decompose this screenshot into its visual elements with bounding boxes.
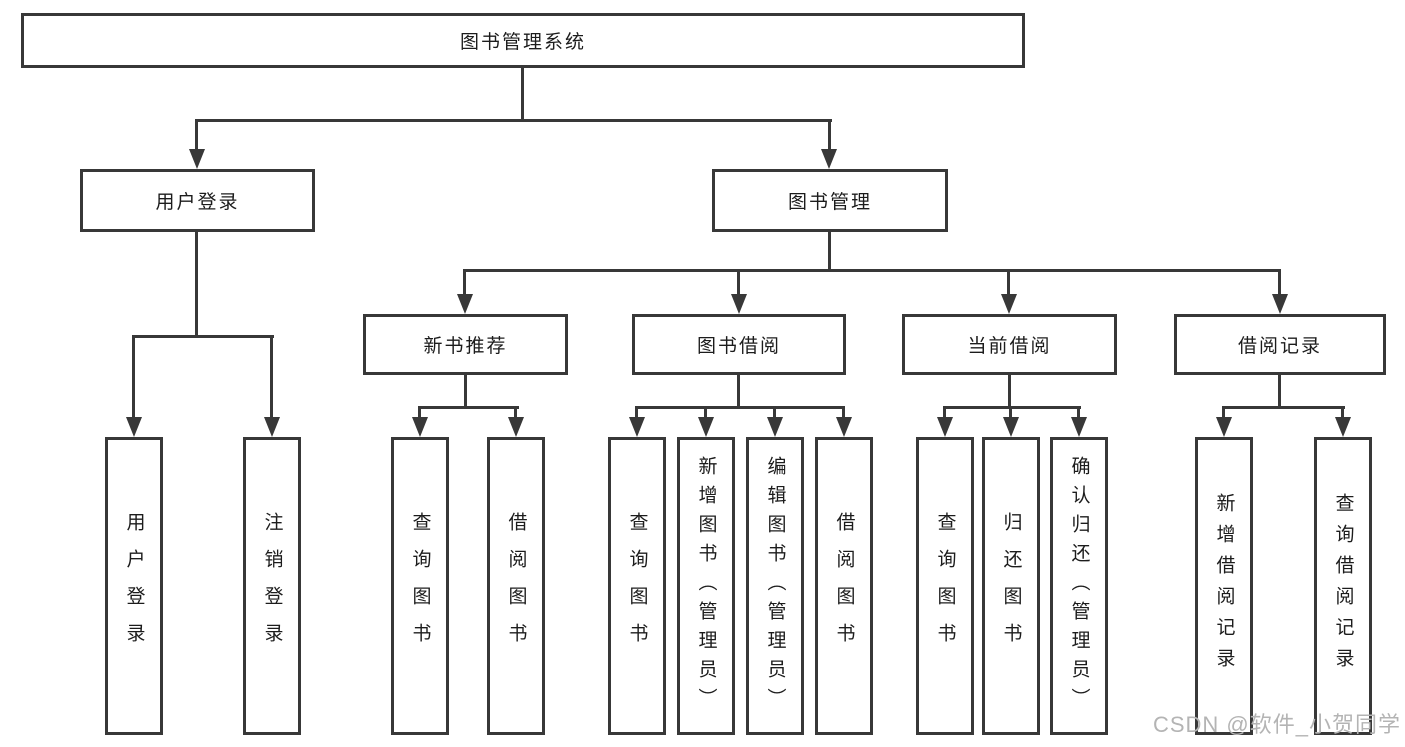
connector-line [521,68,524,121]
connector-line [737,269,740,295]
connector-line [133,335,274,338]
connector-line [636,406,845,409]
leaf-user-login: 用户登录 [105,437,163,735]
arrow-down-icon [821,149,837,169]
leaf-return-books: 归还图书 [982,437,1040,735]
connector-line [463,269,466,295]
node-book-borrowing: 图书借阅 [632,314,846,375]
leaf-label: 编辑图书（管理员） [764,455,786,717]
leaf-label: 归还图书 [1000,512,1022,660]
connector-line [464,269,1281,272]
connector-line [943,406,946,418]
connector-line [635,406,638,418]
connector-line [1007,269,1010,295]
connector-line [1223,406,1345,409]
connector-line [1341,406,1344,418]
node-book-management: 图书管理 [712,169,948,232]
arrow-down-icon [1216,417,1232,437]
arrow-down-icon [937,417,953,437]
leaf-label: 借阅图书 [833,512,855,660]
leaf-add-books-admin: 新增图书（管理员） [677,437,735,735]
leaf-label: 查询借阅记录 [1332,493,1354,679]
leaf-query-books-current: 查询图书 [916,437,974,735]
node-label: 新书推荐 [423,336,508,357]
arrow-down-icon [457,294,473,314]
arrow-down-icon [264,417,280,437]
arrow-down-icon [1003,417,1019,437]
leaf-borrow-books-borrowing: 借阅图书 [815,437,873,735]
leaf-edit-books-admin: 编辑图书（管理员） [746,437,804,735]
leaf-label: 查询图书 [934,512,956,660]
leaf-label: 查询图书 [409,512,431,660]
connector-line [1278,375,1281,408]
leaf-label: 注销登录 [261,512,283,660]
leaf-query-borrow-record: 查询借阅记录 [1314,437,1372,735]
connector-line [828,232,831,271]
arrow-down-icon [836,417,852,437]
node-label: 图书管理 [787,192,872,213]
connector-line [196,119,832,122]
arrow-down-icon [126,417,142,437]
connector-line [1222,406,1225,418]
leaf-label: 查询图书 [626,512,648,660]
leaf-label: 新增图书（管理员） [695,455,717,717]
arrow-down-icon [731,294,747,314]
leaf-add-borrow-record: 新增借阅记录 [1195,437,1253,735]
arrow-down-icon [1001,294,1017,314]
node-label: 用户登录 [155,192,240,213]
leaf-query-books-borrowing: 查询图书 [608,437,666,735]
connector-line [842,406,845,418]
node-label: 当前借阅 [967,336,1052,357]
arrow-down-icon [412,417,428,437]
connector-line [195,119,198,150]
node-library-management-system: 图书管理系统 [21,13,1025,68]
arrow-down-icon [1071,417,1087,437]
connector-line [419,406,519,409]
leaf-confirm-return-admin: 确认归还（管理员） [1050,437,1108,735]
connector-line [737,374,740,408]
connector-line [418,406,421,418]
connector-line [828,119,831,150]
connector-line [1009,406,1012,418]
arrow-down-icon [189,149,205,169]
leaf-label: 新增借阅记录 [1213,493,1235,679]
node-label: 图书借阅 [696,336,781,357]
leaf-label: 确认归还（管理员） [1068,455,1090,717]
arrow-down-icon [698,417,714,437]
connector-line [1278,269,1281,295]
node-label: 借阅记录 [1237,336,1322,357]
node-borrowing-records: 借阅记录 [1174,314,1386,375]
leaf-label: 用户登录 [123,512,145,660]
connector-line [773,406,776,418]
node-new-book-recommend: 新书推荐 [363,314,568,375]
arrow-down-icon [1335,417,1351,437]
connector-line [464,375,467,408]
node-user-login: 用户登录 [80,169,315,232]
node-label: 图书管理系统 [459,32,586,53]
arrow-down-icon [767,417,783,437]
arrow-down-icon [1272,294,1288,314]
leaf-logout-login: 注销登录 [243,437,301,735]
connector-line [514,406,517,418]
watermark: CSDN @软件_小贺同学 [1152,712,1401,737]
connector-line [1077,406,1080,418]
connector-line [1008,375,1011,408]
leaf-label: 借阅图书 [505,512,527,660]
connector-line [270,335,273,418]
arrow-down-icon [508,417,524,437]
arrow-down-icon [629,417,645,437]
connector-line [704,406,707,418]
leaf-query-books-recommend: 查询图书 [391,437,449,735]
connector-line [132,335,135,418]
node-current-borrowing: 当前借阅 [902,314,1117,375]
connector-line [195,232,198,337]
connector-line [944,406,1081,409]
leaf-borrow-books-recommend: 借阅图书 [487,437,545,735]
